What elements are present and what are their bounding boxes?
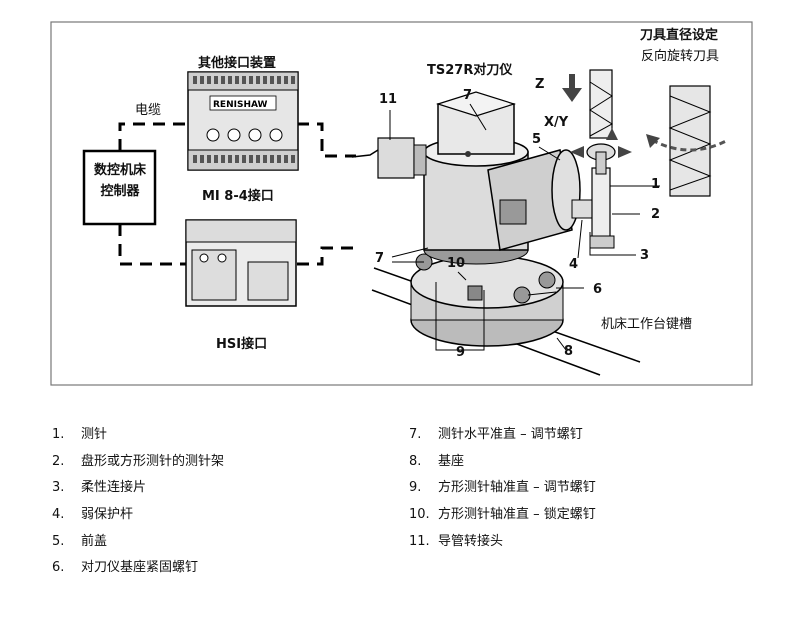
- callout-2: 2: [651, 207, 661, 222]
- ts27r-base: [410, 253, 564, 347]
- z-axis-label: Z: [535, 77, 545, 92]
- mi84-label: MI 8-4接口: [202, 189, 274, 204]
- legend-text: 导管转接头: [438, 533, 504, 549]
- callout-4: 4: [569, 257, 579, 272]
- legend-number: 1.: [52, 427, 65, 442]
- legend-item: 10. 方形测针轴准直 – 锁定螺钉: [409, 502, 769, 529]
- legend-number: 10.: [409, 507, 430, 523]
- reverse-rotation-subtitle: 反向旋转刀具: [641, 49, 720, 64]
- z-arrow: [562, 74, 582, 102]
- other-interface-label: 其他接口装置: [198, 56, 277, 71]
- legend-number: 5.: [52, 533, 65, 549]
- device-title: TS27R对刀仪: [427, 63, 513, 78]
- legend-number: 7.: [409, 427, 422, 442]
- cnc-controller-label: 数控机床 控制器: [93, 163, 146, 199]
- callout-7-top: 7: [463, 88, 473, 103]
- diameter-setting-title: 刀具直径设定: [640, 28, 719, 43]
- callout-6: 6: [593, 282, 603, 297]
- legend-number: 6.: [52, 560, 65, 576]
- legend-number: 4.: [52, 507, 65, 523]
- xy-axis-label: X/Y: [544, 115, 569, 130]
- legend-text: 方形测针轴准直 – 锁定螺钉: [438, 507, 596, 523]
- callout-1: 1: [651, 177, 661, 192]
- mi84-brand-text: RENISHAW: [213, 100, 268, 110]
- callout-7-left: 7: [375, 251, 385, 266]
- xy-arrows: [570, 128, 632, 158]
- legend-item: 11. 导管转接头: [409, 529, 769, 556]
- legend-number: 3.: [52, 480, 65, 496]
- legend-item: 5. 前盖: [52, 529, 412, 556]
- legend-number: 8.: [409, 453, 422, 469]
- legend-text: 柔性连接片: [81, 480, 147, 496]
- legend-item: 6. 对刀仪基座紧固螺钉: [52, 555, 412, 582]
- reverse-rotation-cutter: [646, 85, 729, 197]
- legend-right: 7. 测针水平准直 – 调节螺钉 8. 基座 9. 方形测针轴准直 – 调节螺钉 10…: [409, 422, 769, 555]
- hsi-label: HSI接口: [216, 337, 268, 352]
- callout-11: 11: [379, 92, 398, 107]
- legend-text: 测针: [81, 427, 108, 442]
- legend-number: 9.: [409, 480, 422, 496]
- legend-text: 弱保护杆: [81, 507, 134, 523]
- legend-text: 方形测针轴准直 – 调节螺钉: [438, 480, 596, 496]
- legend-text: 测针水平准直 – 调节螺钉: [438, 427, 583, 442]
- figure: RENISHAW: [50, 21, 753, 386]
- cable-lines: [118, 122, 356, 266]
- drill-tool: [589, 69, 613, 139]
- legend-text: 基座: [438, 453, 465, 469]
- legend-item: 8. 基座: [409, 449, 769, 476]
- mi84-unit: RENISHAW: [187, 71, 299, 171]
- stylus-assembly: [571, 143, 616, 249]
- legend-item: 4. 弱保护杆: [52, 502, 412, 529]
- hsi-unit: [185, 219, 297, 307]
- callout-3: 3: [640, 248, 650, 263]
- legend-item: 2. 盘形或方形测针的测针架: [52, 449, 412, 476]
- ts27r-body: [351, 91, 581, 265]
- legend-item: 1. 测针: [52, 422, 412, 449]
- legend-text: 前盖: [81, 533, 108, 549]
- table-slot-label: 机床工作台键槽: [601, 317, 693, 332]
- diagram-canvas: RENISHAW: [50, 21, 753, 386]
- legend-item: 3. 柔性连接片: [52, 475, 412, 502]
- legend-item: 9. 方形测针轴准直 – 调节螺钉: [409, 475, 769, 502]
- legend-left: 1. 测针 2. 盘形或方形测针的测针架 3. 柔性连接片 4. 弱保护杆 5. 前盖 6…: [52, 422, 412, 582]
- callout-lines: [389, 103, 660, 351]
- callout-10: 10: [447, 256, 466, 271]
- legend-number: 11.: [409, 533, 430, 549]
- callout-9: 9: [456, 345, 466, 360]
- cable-label: 电缆: [135, 103, 162, 118]
- legend-item: 7. 测针水平准直 – 调节螺钉: [409, 422, 769, 449]
- figure-frame: [50, 21, 753, 386]
- legend-text: 对刀仪基座紧固螺钉: [81, 560, 199, 576]
- legend-text: 盘形或方形测针的测针架: [81, 453, 225, 469]
- callout-5: 5: [532, 132, 542, 147]
- legend-number: 2.: [52, 453, 65, 469]
- callout-8: 8: [564, 344, 574, 359]
